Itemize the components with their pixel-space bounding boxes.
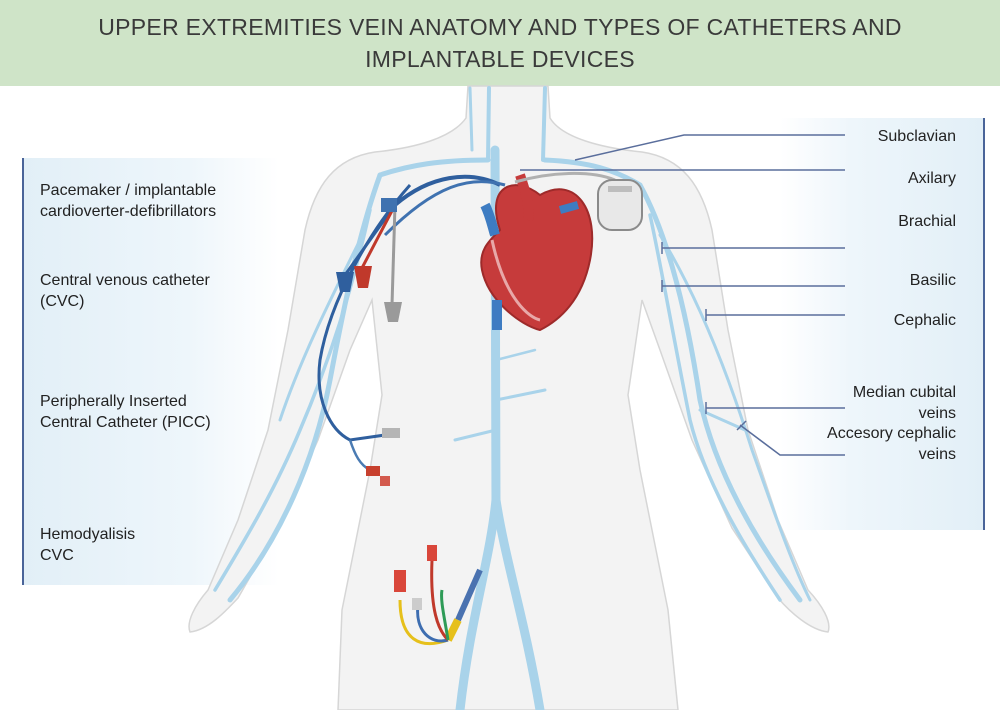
- label-cephalic: Cephalic: [893, 312, 956, 329]
- label-brachial: Brachial: [898, 213, 956, 230]
- leader-lines: [520, 134, 845, 456]
- label-basilic: Basilic: [909, 272, 956, 289]
- label-pacemaker: Pacemaker / implantable cardioverter-def…: [40, 182, 217, 220]
- title-banner: UPPER EXTREMITIES VEIN ANATOMY AND TYPES…: [0, 0, 1000, 86]
- device-legend-panel: [22, 158, 279, 585]
- label-axilary: Axilary: [907, 170, 956, 187]
- vein-legend-panel: [780, 118, 985, 530]
- hemodialysis-catheter-icon: [394, 545, 483, 646]
- cvc-catheter-icon: [336, 174, 506, 322]
- label-accesory-cephalic: Accesory cephalic veins: [827, 425, 956, 463]
- pacemaker-icon: [514, 171, 643, 231]
- title-line-1: UPPER EXTREMITIES VEIN ANATOMY AND TYPES…: [98, 14, 902, 40]
- label-subclavian: Subclavian: [877, 128, 956, 145]
- label-picc: Peripherally Inserted Central Catheter (…: [40, 393, 211, 431]
- label-hemodialysis: Hemodyalisis CVC: [40, 526, 136, 564]
- label-cvc: Central venous catheter (CVC): [40, 272, 210, 310]
- title-line-2: IMPLANTABLE DEVICES: [365, 46, 635, 72]
- label-median-cubital: Median cubital veins: [852, 384, 956, 422]
